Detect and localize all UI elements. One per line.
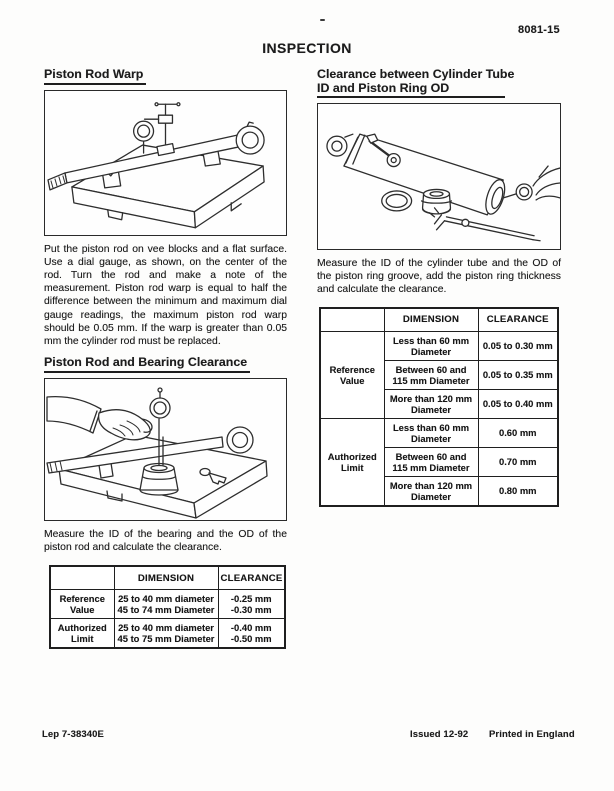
- table-corner-cell: [49, 565, 115, 591]
- dimension-line: 45 to 75 mm Diameter: [117, 633, 215, 645]
- table-row: More than 120 mm Diameter 0.05 to 0.40 m…: [320, 388, 559, 419]
- cylinder-tube-paragraph: Measure the ID of the cylinder tube and …: [317, 258, 561, 296]
- column-header-clearance: CLEARANCE: [217, 565, 286, 591]
- section-heading-text: Piston Rod Warp: [44, 67, 147, 85]
- section-heading-piston-rod-warp: Piston Rod Warp: [44, 67, 287, 85]
- dimension-cell: Less than 60 mm Diameter: [383, 417, 479, 448]
- page-number: 8081-15: [518, 24, 560, 36]
- clearance-cell: -0.25 mm -0.30 mm: [217, 589, 286, 620]
- table-corner-cell: [319, 307, 385, 332]
- dimension-cell: 25 to 40 mm diameter 45 to 74 mm Diamete…: [113, 589, 219, 620]
- figure-cylinder-tube: [317, 103, 561, 250]
- bearing-clearance-table: DIMENSION CLEARANCE Reference Value 25 t…: [49, 565, 286, 650]
- dimension-line: Diameter: [410, 403, 452, 415]
- footer-issued-date: Issued 12-92: [410, 729, 469, 740]
- group-label: Authorized Limit: [319, 417, 385, 507]
- clearance-cell: 0.80 mm: [477, 475, 559, 507]
- clearance-cell: 0.05 to 0.30 mm: [477, 330, 559, 361]
- section-heading-line1: Clearance between Cylinder Tube: [317, 67, 515, 81]
- table-row: Reference Value 25 to 40 mm diameter 45 …: [49, 589, 286, 620]
- dimension-cell: More than 120 mm Diameter: [383, 388, 479, 419]
- dimension-cell: Between 60 and 115 mm Diameter: [383, 359, 479, 390]
- bearing-clearance-illustration: [46, 386, 268, 519]
- figure-piston-rod-warp: [44, 89, 287, 236]
- dimension-line: Diameter: [410, 432, 452, 444]
- dimension-line: 25 to 40 mm diameter: [118, 622, 214, 634]
- table-row: Reference Value Less than 60 mm Diameter…: [319, 330, 559, 419]
- table-row: Between 60 and 115 mm Diameter 0.70 mm: [320, 446, 559, 477]
- dimension-cell: Less than 60 mm Diameter: [383, 330, 479, 361]
- clearance-line: -0.40 mm: [230, 622, 272, 634]
- dimension-cell: More than 120 mm Diameter: [383, 475, 479, 507]
- dimension-line: Between 60 and: [395, 450, 467, 462]
- right-column: Clearance between Cylinder Tube ID and P…: [317, 67, 561, 507]
- clearance-line: -0.25 mm: [230, 593, 272, 605]
- table-row: Authorized Limit 25 to 40 mm diameter 45…: [49, 618, 286, 649]
- scan-artifact-dot: [320, 19, 325, 21]
- dimension-line: 115 mm Diameter: [392, 374, 470, 386]
- left-column: Piston Rod Warp: [44, 67, 287, 650]
- table-row: More than 120 mm Diameter 0.80 mm: [320, 475, 559, 507]
- row-label: Reference Value: [49, 589, 115, 620]
- cylinder-tube-illustration: [326, 133, 560, 242]
- piston-rod-warp-paragraph: Put the piston rod on vee blocks and a f…: [44, 243, 287, 347]
- dimension-line: Diameter: [410, 345, 452, 357]
- clearance-cell: 0.60 mm: [477, 417, 559, 448]
- column-header-dimension: DIMENSION: [383, 307, 479, 332]
- dimension-line: Less than 60 mm: [392, 421, 470, 433]
- section-heading-bearing-clearance: Piston Rod and Bearing Clearance: [44, 356, 287, 373]
- dimension-cell: Between 60 and 115 mm Diameter: [383, 446, 479, 477]
- table-header-row: DIMENSION CLEARANCE: [319, 307, 559, 332]
- piston-rod-warp-illustration: [47, 101, 265, 228]
- table-row: Between 60 and 115 mm Diameter 0.05 to 0…: [320, 359, 559, 390]
- clearance-line: -0.50 mm: [230, 633, 272, 645]
- table-row: Authorized Limit Less than 60 mm Diamete…: [319, 417, 559, 507]
- clearance-line: -0.30 mm: [230, 604, 272, 616]
- column-header-clearance: CLEARANCE: [477, 307, 559, 332]
- footer-printed-location: Printed in England: [489, 729, 575, 740]
- footer-doc-code: Lep 7-38340E: [42, 729, 104, 740]
- bearing-clearance-paragraph: Measure the ID of the bearing and the OD…: [44, 528, 287, 553]
- dimension-line: Less than 60 mm: [392, 334, 470, 346]
- clearance-cell: 0.05 to 0.35 mm: [477, 359, 559, 390]
- clearance-cell: 0.70 mm: [477, 446, 559, 477]
- row-label: Authorized Limit: [49, 618, 115, 649]
- dimension-line: 45 to 74 mm Diameter: [117, 604, 215, 616]
- section-heading-cylinder-tube-clearance: Clearance between Cylinder Tube ID and P…: [317, 67, 561, 98]
- table-header-row: DIMENSION CLEARANCE: [49, 565, 286, 591]
- dimension-line: 25 to 40 mm diameter: [118, 593, 214, 605]
- section-heading-line2: ID and Piston Ring OD: [317, 81, 505, 98]
- column-header-dimension: DIMENSION: [113, 565, 219, 591]
- dimension-cell: 25 to 40 mm diameter 45 to 75 mm Diamete…: [113, 618, 219, 649]
- section-heading-text: Piston Rod and Bearing Clearance: [44, 356, 251, 373]
- figure-bearing-clearance: [44, 377, 287, 521]
- dimension-line: Diameter: [410, 490, 452, 502]
- clearance-cell: -0.40 mm -0.50 mm: [217, 618, 286, 649]
- clearance-cell: 0.05 to 0.40 mm: [477, 388, 559, 419]
- cylinder-tube-clearance-table: DIMENSION CLEARANCE Reference Value Less…: [319, 306, 559, 507]
- group-label: Reference Value: [319, 330, 385, 419]
- dimension-line: Between 60 and: [395, 363, 467, 375]
- dimension-line: 115 mm Diameter: [392, 461, 470, 473]
- page-title: INSPECTION: [262, 40, 352, 56]
- dimension-line: More than 120 mm: [389, 479, 473, 491]
- dimension-line: More than 120 mm: [389, 392, 473, 404]
